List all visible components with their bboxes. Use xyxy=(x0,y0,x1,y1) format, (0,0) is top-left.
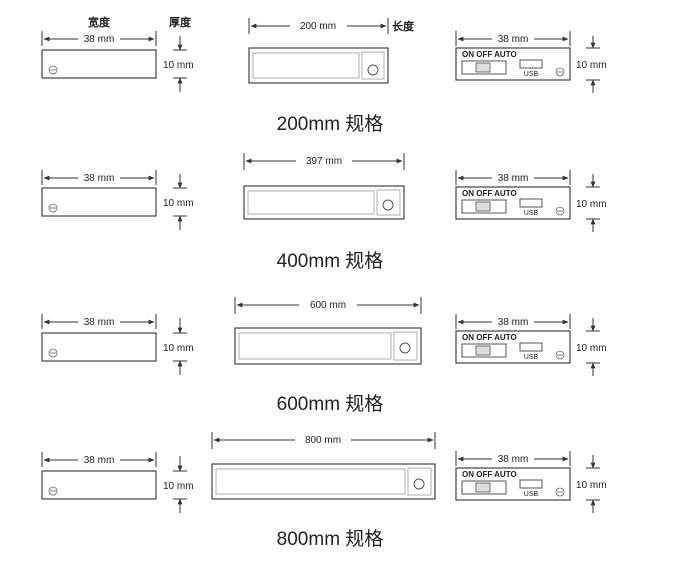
mode-switch-icon xyxy=(461,480,507,495)
back-screw-icon xyxy=(555,350,565,360)
screw-icon xyxy=(48,65,58,75)
back-thickness-dim-label: 10 mm xyxy=(576,199,607,210)
length-dim-label: 600 mm xyxy=(310,300,346,311)
usb-label: USB xyxy=(524,354,539,361)
back-view-box xyxy=(455,330,571,364)
end-view-box xyxy=(41,187,157,217)
back-thickness-dimension: 10 mm xyxy=(576,36,607,93)
width-dim-label: 38 mm xyxy=(84,34,115,45)
width-dimension: 38 mm xyxy=(41,31,157,46)
back-width-dim-label: 38 mm xyxy=(498,317,529,328)
spec-row-800: 38 mm 10 mm 800 mm xyxy=(41,432,607,550)
spec-caption: 200mm 规格 xyxy=(277,113,384,135)
back-width-dimension: 38 mm xyxy=(455,314,571,329)
thickness-dim-label: 10 mm xyxy=(163,481,194,492)
width-dim-label: 38 mm xyxy=(84,455,115,466)
back-width-dimension: 38 mm xyxy=(455,31,571,46)
spec-row-600: 38 mm 10 mm 600 mm xyxy=(41,297,607,415)
bar-inner-panel xyxy=(247,190,375,215)
length-dim-label: 800 mm xyxy=(305,435,341,446)
usb-label: USB xyxy=(524,71,539,78)
width-dimension: 38 mm xyxy=(41,452,157,467)
back-screw-icon xyxy=(555,67,565,77)
back-view-box xyxy=(455,186,571,220)
thickness-dim-label: 10 mm xyxy=(163,343,194,354)
spec-caption: 400mm 规格 xyxy=(277,250,384,272)
usb-port-icon xyxy=(519,342,543,352)
spec-caption: 600mm 规格 xyxy=(277,393,384,415)
spec-caption: 800mm 规格 xyxy=(277,528,384,550)
usb-label: USB xyxy=(524,210,539,217)
length-dimension: 800 mm xyxy=(211,432,436,449)
length-header-label: 长度 xyxy=(392,19,415,33)
length-dimension: 397 mm xyxy=(243,153,405,170)
width-header-label: 宽度 xyxy=(87,15,111,29)
back-width-dimension: 38 mm xyxy=(455,170,571,185)
length-dim-label: 397 mm xyxy=(306,156,342,167)
switch-label: ON OFF AUTO xyxy=(462,333,517,342)
back-screw-icon xyxy=(555,487,565,497)
side-view-bar xyxy=(211,463,436,500)
back-width-dimension: 38 mm xyxy=(455,451,571,466)
sensor-icon xyxy=(413,478,425,490)
back-width-dim-label: 38 mm xyxy=(498,173,529,184)
bar-inner-panel xyxy=(252,52,360,79)
switch-label: ON OFF AUTO xyxy=(462,470,517,479)
thickness-dimension: 10 mm xyxy=(163,174,194,230)
mode-switch-icon xyxy=(461,343,507,358)
side-view-bar xyxy=(248,47,389,84)
bar-inner-panel xyxy=(238,332,392,360)
usb-port-icon xyxy=(519,59,543,69)
width-dim-label: 38 mm xyxy=(84,317,115,328)
sensor-window xyxy=(393,331,418,361)
thickness-dimension: 10 mm xyxy=(163,456,194,513)
sensor-window xyxy=(361,51,385,80)
back-thickness-dim-label: 10 mm xyxy=(576,60,607,71)
mode-switch-icon xyxy=(461,199,507,214)
usb-port-icon xyxy=(519,479,543,489)
back-thickness-dimension: 10 mm xyxy=(576,455,607,513)
thickness-dim-label: 10 mm xyxy=(163,60,194,71)
thickness-dimension: 10 mm xyxy=(163,318,194,375)
length-dimension: 600 mm xyxy=(234,297,422,314)
screw-icon xyxy=(48,486,58,496)
sensor-icon xyxy=(367,64,379,76)
end-view-box xyxy=(41,49,157,79)
usb-label: USB xyxy=(524,491,539,498)
end-view-box xyxy=(41,470,157,500)
usb-port-icon xyxy=(519,198,543,208)
length-dim-label: 200 mm xyxy=(300,21,336,32)
width-dimension: 38 mm xyxy=(41,170,157,185)
sensor-icon xyxy=(399,342,411,354)
back-thickness-dimension: 10 mm xyxy=(576,174,607,232)
screw-icon xyxy=(48,348,58,358)
bar-inner-panel xyxy=(215,468,406,495)
back-thickness-dim-label: 10 mm xyxy=(576,480,607,491)
thickness-dimension: 10 mm xyxy=(163,36,194,92)
width-dim-label: 38 mm xyxy=(84,173,115,184)
width-dimension: 38 mm xyxy=(41,314,157,329)
thickness-dim-label: 10 mm xyxy=(163,198,194,209)
switch-label: ON OFF AUTO xyxy=(462,189,517,198)
spec-row-400: 38 mm 10 mm 397 mm xyxy=(41,153,607,272)
back-width-dim-label: 38 mm xyxy=(498,34,529,45)
mode-switch-icon xyxy=(461,60,507,75)
switch-label: ON OFF AUTO xyxy=(462,50,517,59)
side-view-bar xyxy=(234,327,422,365)
spec-row-200: 38 mm 10 mm 200 mm xyxy=(41,18,607,135)
back-width-dim-label: 38 mm xyxy=(498,454,529,465)
end-view-box xyxy=(41,332,157,362)
thickness-header-label: 厚度 xyxy=(169,15,192,29)
sensor-window xyxy=(376,189,401,216)
back-thickness-dimension: 10 mm xyxy=(576,318,607,376)
sensor-window xyxy=(407,467,432,496)
screw-icon xyxy=(48,203,58,213)
back-thickness-dim-label: 10 mm xyxy=(576,343,607,354)
back-screw-icon xyxy=(555,206,565,216)
sensor-icon xyxy=(382,199,394,211)
length-dimension: 200 mm xyxy=(248,18,389,34)
